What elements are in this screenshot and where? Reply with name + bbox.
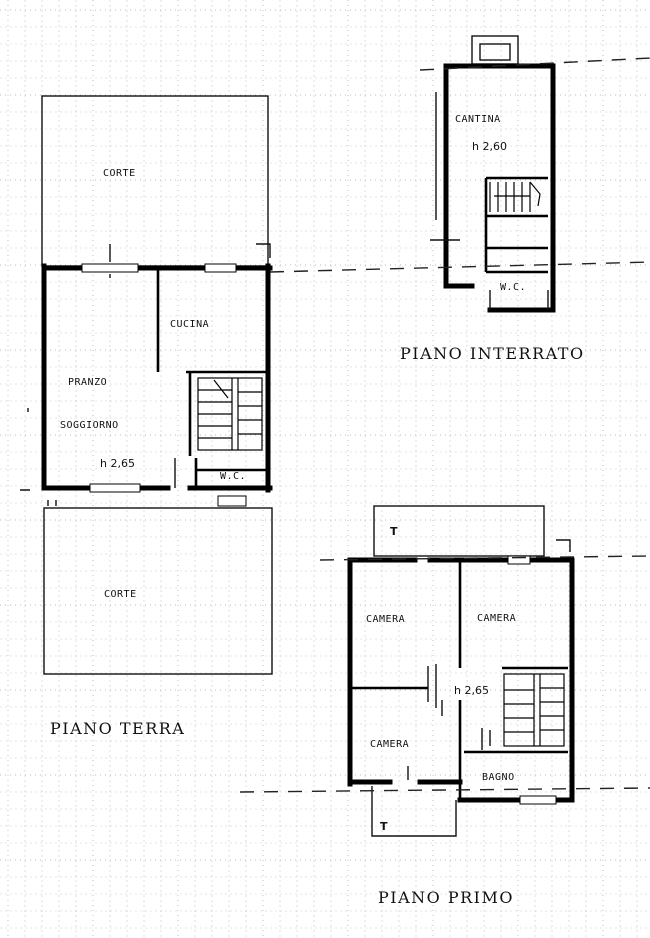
- ground-room-cucina: CUCINA: [170, 319, 209, 330]
- basement-staircase: [489, 181, 541, 212]
- dashed-line-basement: [269, 261, 650, 273]
- ground-room-pranzo: PRANZO: [68, 377, 107, 388]
- ground-floor-plan: CORTE CUCINA PRANZO SOGGIORNO h 2,65 W.C…: [20, 95, 273, 738]
- ground-window-top-right: [204, 263, 237, 273]
- ground-wc-walls: [194, 458, 268, 488]
- first-window-bottom: [519, 795, 557, 805]
- basement-ceiling-height: h 2,60: [472, 140, 507, 153]
- first-terrace-mark-bottom: T: [380, 820, 388, 833]
- first-terrace-top: [373, 505, 545, 557]
- first-ceiling-height: h 2,65: [454, 684, 489, 697]
- first-door-marks: [407, 664, 491, 780]
- ground-room-corte-top: CORTE: [103, 168, 136, 179]
- basement-floor-title: PIANO INTERRATO: [400, 344, 585, 363]
- first-corner-mark: [556, 539, 571, 552]
- ground-window-wc: [217, 495, 247, 507]
- basement-interior-walls: [484, 176, 548, 274]
- first-floor-title: PIANO PRIMO: [378, 888, 514, 907]
- basement-room-wc: W.C.: [500, 282, 526, 293]
- basement-left-marks: [430, 92, 460, 241]
- first-terrace-bottom: [371, 786, 457, 837]
- ground-room-soggiorno: SOGGIORNO: [60, 420, 119, 431]
- ground-floor-title: PIANO TERRA: [50, 719, 185, 738]
- ground-corner-mark: [256, 243, 271, 258]
- basement-light-well-inner: [479, 43, 511, 61]
- first-room-camera-right: CAMERA: [477, 613, 516, 624]
- ground-window-bottom-left: [89, 483, 141, 493]
- first-window-top: [507, 555, 531, 565]
- dashed-line-first-top: [319, 555, 650, 561]
- ground-room-wc: W.C.: [220, 471, 246, 482]
- ground-window-top-left: [81, 263, 139, 273]
- dashed-line-first-bottom: [239, 787, 650, 793]
- basement-floor-plan: CANTINA h 2,60 W.C. PIANO INTERRATO: [400, 35, 585, 363]
- ground-bottom-courtyard: [43, 507, 273, 675]
- first-terrace-mark-top: T: [390, 525, 398, 538]
- basement-room-cantina: CANTINA: [455, 114, 501, 125]
- ground-ticks: [20, 408, 57, 506]
- ground-ceiling-height: h 2,65: [100, 457, 135, 470]
- first-room-bagno: BAGNO: [482, 772, 515, 783]
- first-room-camera-bottom: CAMERA: [370, 739, 409, 750]
- first-floor-plan: T T CAMERA CAMERA h 2,65 CAMERA BAGNO PI…: [347, 505, 575, 907]
- basement-wc-marks: [489, 290, 549, 310]
- ground-staircase: [197, 377, 263, 451]
- first-room-camera-left: CAMERA: [366, 614, 405, 625]
- first-staircase: [503, 673, 565, 747]
- ground-room-corte-bottom: CORTE: [104, 589, 137, 600]
